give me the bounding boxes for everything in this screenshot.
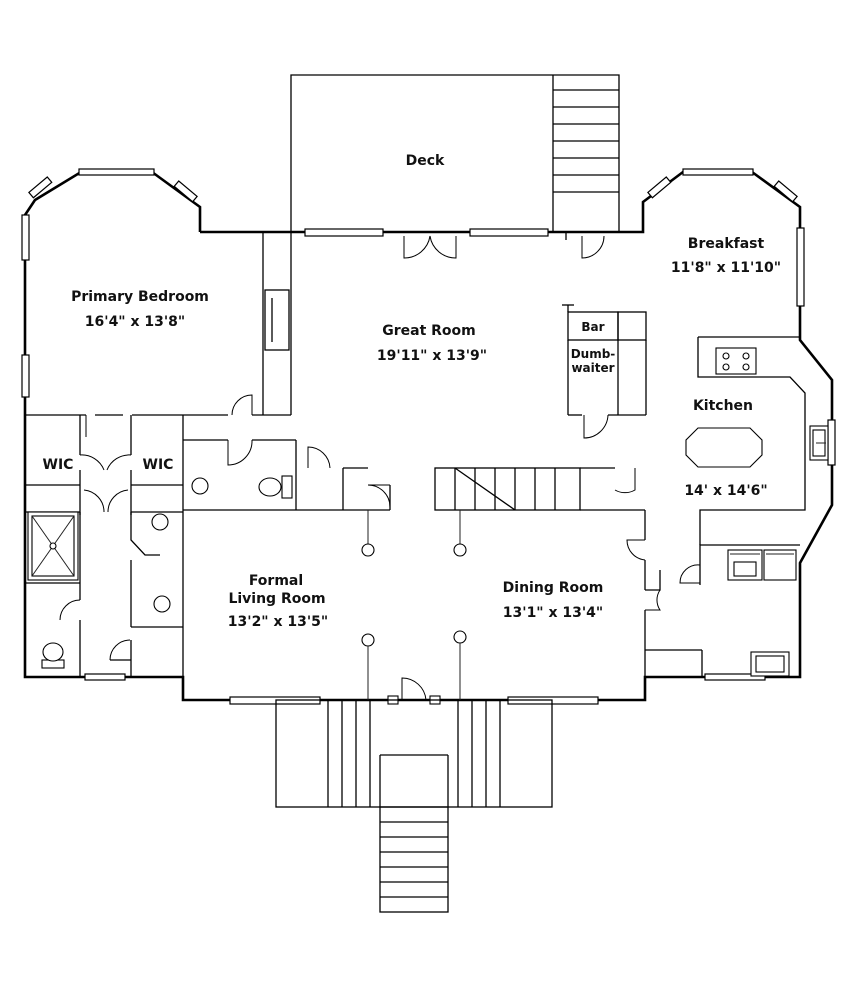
dining-room-size: 13'1" x 13'4" (503, 605, 603, 621)
main-stairs (434, 467, 645, 511)
wic-right-label: WIC (143, 457, 174, 473)
deck-label: Deck (406, 153, 445, 169)
formal-living-label-2: Living Room (228, 591, 325, 607)
powder-sink-icon (191, 477, 209, 495)
breakfast-label: Breakfast (688, 236, 765, 252)
breakfast-size: 11'8" x 11'10" (671, 260, 781, 276)
kitchen-island (685, 427, 763, 468)
kitchen-label: Kitchen (693, 398, 753, 414)
primary-bedroom-label: Primary Bedroom (71, 289, 209, 305)
bar-label: Bar (581, 320, 604, 334)
cooktop-icon (715, 347, 757, 375)
dumbwaiter-label-1: Dumb- (571, 347, 616, 361)
fixtures (27, 347, 829, 700)
appliance-icon (727, 549, 797, 581)
front-porch (275, 699, 553, 913)
bar-block (562, 304, 647, 416)
deck (290, 74, 620, 232)
windows (21, 168, 836, 705)
toilet-icon (41, 642, 65, 669)
utility-sink-icon (750, 651, 790, 677)
fireplace (264, 289, 290, 351)
formal-living-size: 13'2" x 13'5" (228, 614, 328, 630)
ceiling-light-icon (361, 510, 467, 700)
kitchen-counters (697, 336, 806, 545)
great-room-label: Great Room (382, 323, 476, 339)
deck-stairs (553, 89, 619, 193)
primary-bedroom-size: 16'4" x 13'8" (85, 314, 185, 330)
kitchen-sink-icon (809, 425, 829, 461)
room-labels: Deck Breakfast 11'8" x 11'10" Primary Be… (43, 153, 782, 630)
great-room-size: 19'11" x 13'9" (377, 348, 487, 364)
interior-walls (25, 232, 806, 677)
wic-left-label: WIC (43, 457, 74, 473)
shower-icon (27, 511, 79, 581)
formal-living-label-1: Formal (249, 573, 303, 589)
sink-icon (151, 513, 171, 613)
dining-room-label: Dining Room (503, 580, 604, 596)
powder-toilet-icon (258, 475, 293, 499)
dumbwaiter-label-2: waiter (571, 361, 614, 375)
kitchen-size: 14' x 14'6" (684, 483, 767, 499)
